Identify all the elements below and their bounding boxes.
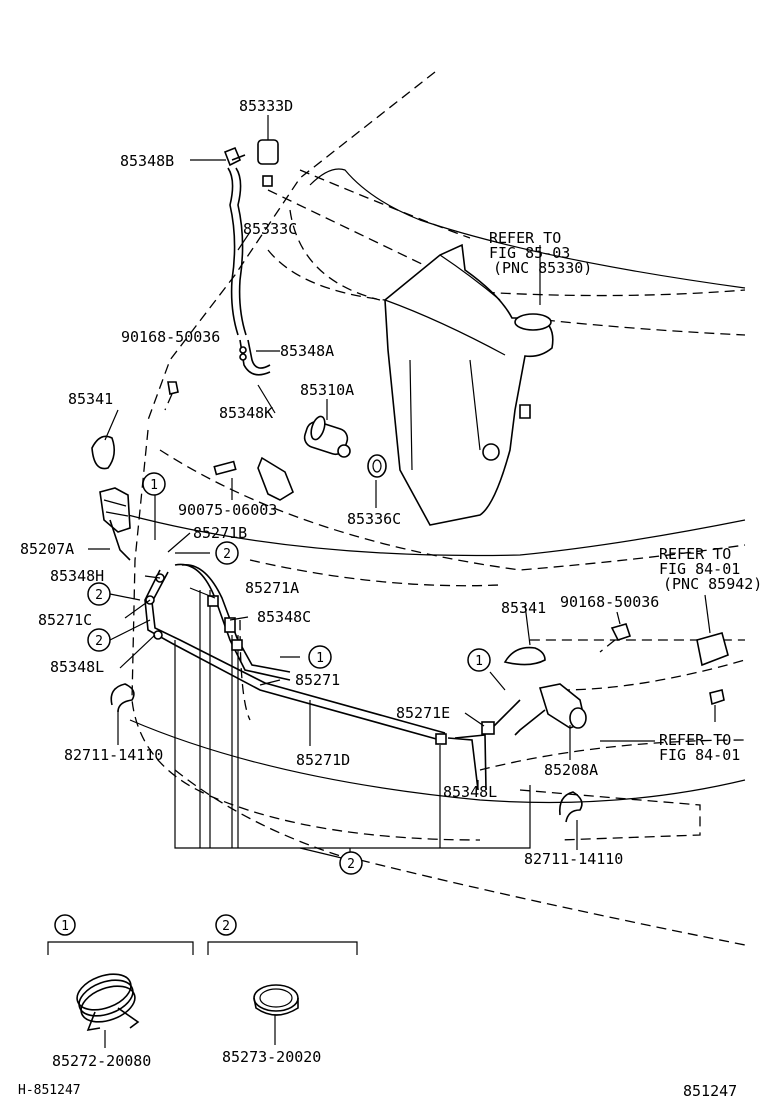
callout-1-c: 1	[467, 648, 491, 672]
body-outline	[131, 71, 746, 946]
clip-left	[164, 381, 179, 411]
hose-clamp-85273	[253, 984, 299, 1016]
footer-left-code: H-851247	[18, 1083, 81, 1098]
label-85271A: 85271A	[245, 579, 299, 597]
clamp-right	[558, 791, 583, 823]
svg-text:2: 2	[222, 919, 230, 934]
leaders	[47, 115, 716, 1048]
label-refer3-line1: REFER TO	[659, 731, 731, 749]
label-refer1-line1: REFER TO	[489, 229, 561, 247]
spring-clamp-85272	[76, 973, 140, 1032]
label-90075: 90075-06003	[178, 501, 277, 519]
label-85348L-b: 85348L	[443, 783, 497, 801]
label-85271D: 85271D	[296, 751, 350, 769]
label-85348A: 85348A	[280, 342, 334, 360]
label-85348L-a: 85348L	[50, 658, 104, 676]
svg-text:1: 1	[316, 651, 324, 666]
nozzle-right	[514, 683, 587, 736]
callout-1-a: 1	[142, 472, 166, 496]
washer-pump	[303, 415, 351, 458]
callout-2-c: 2	[87, 628, 111, 652]
svg-text:1: 1	[61, 919, 69, 934]
label-refer2-line3: (PNC 85942)	[663, 575, 760, 593]
hoses	[144, 139, 521, 791]
nozzle-cap-right	[503, 646, 546, 666]
joints	[145, 346, 495, 745]
pump-bracket	[213, 456, 294, 501]
label-85271C: 85271C	[38, 611, 92, 629]
callout-2-legend: 2	[215, 914, 237, 936]
svg-text:1: 1	[150, 478, 158, 493]
label-90168-a: 90168-50036	[121, 328, 220, 346]
nozzle-left	[99, 487, 131, 561]
label-refer3-line2: FIG 84-01	[659, 746, 740, 764]
grommet	[367, 454, 387, 478]
svg-text:2: 2	[95, 588, 103, 603]
label-85208A: 85208A	[544, 761, 598, 779]
svg-text:2: 2	[223, 547, 231, 562]
label-85271B: 85271B	[193, 524, 247, 542]
bumper-line-2	[129, 719, 746, 804]
label-refer2-line1: REFER TO	[659, 545, 731, 563]
label-85207A: 85207A	[20, 540, 74, 558]
svg-text:1: 1	[475, 654, 483, 669]
callout-1-legend: 1	[54, 914, 76, 936]
washer-reservoir	[384, 243, 554, 526]
svg-text:2: 2	[347, 857, 355, 872]
clip-right	[599, 623, 725, 706]
label-85348B: 85348B	[120, 152, 174, 170]
label-85341-b: 85341	[501, 599, 546, 617]
label-85348C: 85348C	[257, 608, 311, 626]
label-85271E: 85271E	[396, 704, 450, 722]
label-85333D: 85333D	[239, 97, 293, 115]
svg-text:2: 2	[95, 634, 103, 649]
label-85271: 85271	[295, 671, 340, 689]
label-refer1-line3: (PNC 85330)	[493, 259, 592, 277]
nozzle-cap-left	[91, 435, 116, 470]
callout-2-b: 2	[87, 582, 111, 606]
label-85348K: 85348K	[219, 404, 273, 422]
label-82711-a: 82711-14110	[64, 746, 163, 764]
label-refer2-line2: FIG 84-01	[659, 560, 740, 578]
callout-2-d: 2	[339, 851, 363, 875]
label-85272: 85272-20080	[52, 1052, 151, 1070]
label-85333C: 85333C	[243, 220, 297, 238]
tube-bundle	[174, 590, 531, 861]
label-85336C: 85336C	[347, 510, 401, 528]
hood-line	[309, 168, 746, 289]
clamp-left	[110, 683, 135, 713]
refer-part-85942	[696, 632, 729, 667]
label-85341-a: 85341	[68, 390, 113, 408]
callout-1-b: 1	[308, 645, 332, 669]
label-85348H: 85348H	[50, 567, 104, 585]
label-refer1-line2: FIG 85-03	[489, 244, 570, 262]
label-90168-b: 90168-50036	[560, 593, 659, 611]
footer-right-code: 851247	[683, 1082, 737, 1100]
label-85310A: 85310A	[300, 381, 354, 399]
label-82711-b: 82711-14110	[524, 850, 623, 868]
label-85273: 85273-20020	[222, 1048, 321, 1066]
part-labels: 85333D 85348B 85333C REFER TO FIG 85-03 …	[18, 97, 760, 1100]
callout-2-a: 2	[215, 541, 239, 565]
bumper-line	[127, 514, 746, 557]
